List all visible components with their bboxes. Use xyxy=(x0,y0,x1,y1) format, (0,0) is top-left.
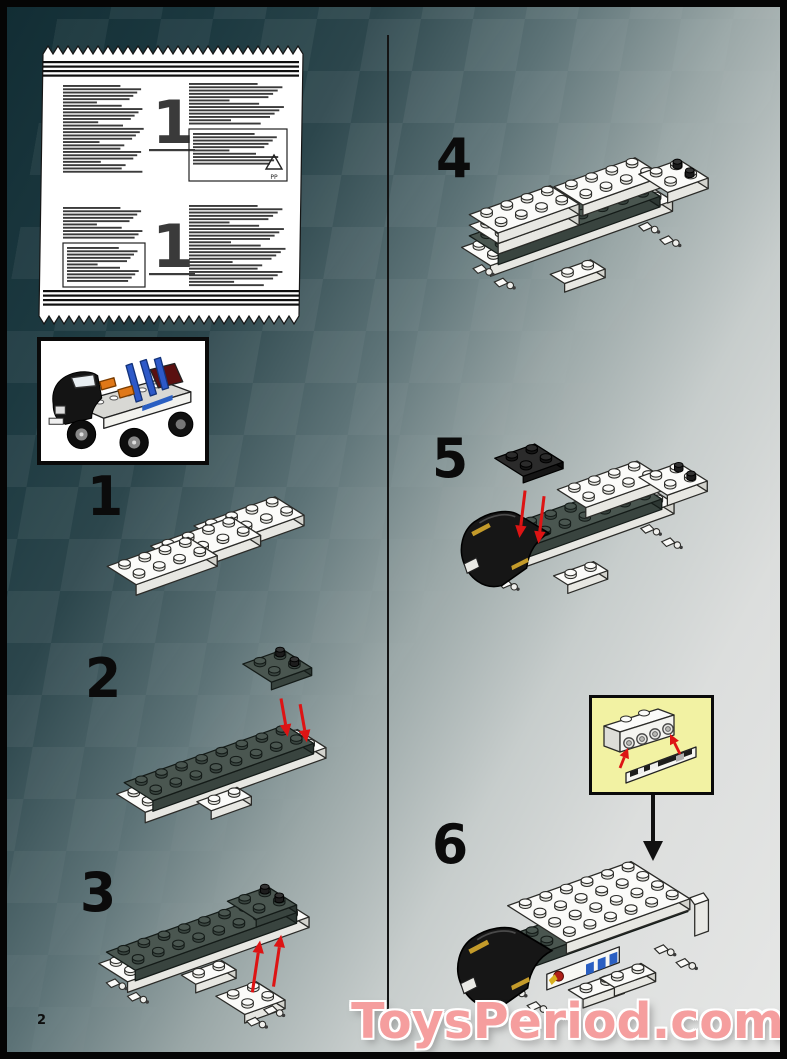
step-diagram-4 xyxy=(460,157,709,293)
page-number: 2 xyxy=(37,1013,47,1028)
callout-diagram xyxy=(603,708,697,784)
model-preview-box xyxy=(37,337,209,465)
step-number-5: 5 xyxy=(432,427,469,491)
truck-image xyxy=(48,356,194,458)
parts-callout-box xyxy=(589,695,714,795)
step-number-2: 2 xyxy=(85,647,122,711)
step-number-4: 4 xyxy=(436,127,473,191)
column-divider-line xyxy=(387,35,389,1029)
step-number-1: 1 xyxy=(87,465,124,529)
watermark: ToysPeriod.com xyxy=(351,993,780,1050)
svg-text:1: 1 xyxy=(152,88,194,158)
step-number-3: 3 xyxy=(80,861,117,925)
svg-text:PP: PP xyxy=(270,174,278,181)
svg-text:1: 1 xyxy=(152,212,194,282)
step-diagram-5 xyxy=(460,443,708,595)
step-number-6: 6 xyxy=(432,813,469,877)
step-diagram-2 xyxy=(115,646,327,824)
step-diagram-3 xyxy=(98,883,310,1029)
step-diagram-1 xyxy=(106,496,305,596)
step-diagram-6 xyxy=(456,860,710,1014)
callout-down-arrow-icon xyxy=(643,795,663,861)
